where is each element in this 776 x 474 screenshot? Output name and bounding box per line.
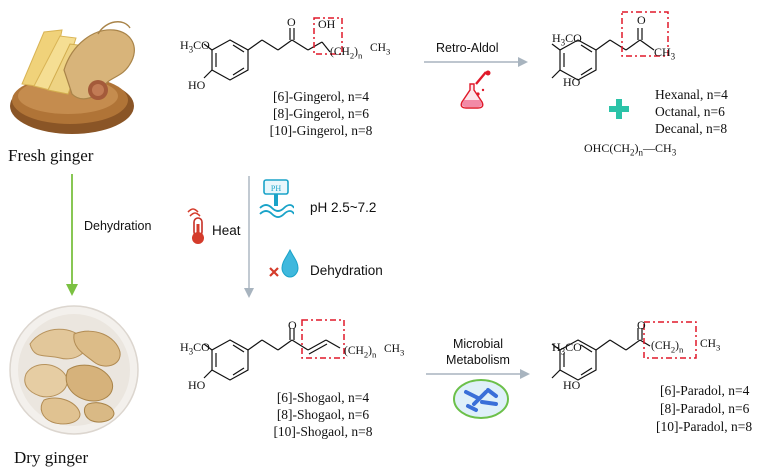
aldehyde-formula: OHC(CH2)n—CH3 <box>584 141 677 158</box>
microbial-label-line-2: Metabolism <box>446 353 510 367</box>
aldehyde-line-2: Octanal, n=6 <box>655 104 725 119</box>
shogaol-ch3: CH3 <box>384 343 405 358</box>
retro-aldol-label: Retro-Aldol <box>436 41 499 55</box>
gingerol-line-3: [10]-Gingerol, n=8 <box>269 123 373 138</box>
ketone-hydroxy: HO <box>563 75 581 89</box>
retro-aldol-arrow <box>424 57 528 67</box>
paradol-chain: (CH2)n <box>651 340 684 355</box>
shogaol-line-1: [6]-Shogaol, n=4 <box>276 390 370 405</box>
bacteria-icon <box>453 379 509 419</box>
ketone-carbonyl-o: O <box>637 13 646 27</box>
shogaol-line-2: [8]-Shogaol, n=6 <box>276 407 370 422</box>
microbial-arrow <box>426 369 530 379</box>
plus-icon <box>609 99 629 119</box>
aldehyde-line-3: Decanal, n=8 <box>655 121 728 136</box>
gingerol-hydroxy: HO <box>188 78 206 92</box>
paradol-line-2: [8]-Paradol, n=6 <box>660 401 750 416</box>
ketone-ch3: CH3 <box>654 45 676 62</box>
gingerol-methoxy: H3CO <box>180 38 210 55</box>
fresh-ginger-caption: Fresh ginger <box>8 146 94 165</box>
paradol-line-3: [10]-Paradol, n=8 <box>656 419 753 434</box>
flask-dropper-icon <box>460 70 491 109</box>
dehydration-condition-label: Dehydration <box>310 263 383 278</box>
shogaol-methoxy: H3CO <box>180 340 210 357</box>
ph-label: pH 2.5~7.2 <box>310 200 377 215</box>
paradol-ch3: CH3 <box>700 338 721 353</box>
gingerol-ch3: CH3 <box>370 42 391 57</box>
shogaol-line-3: [10]-Shogaol, n=8 <box>273 424 373 439</box>
paradol-structure <box>551 321 697 381</box>
water-drop-icon <box>269 248 299 278</box>
shogaol-carbonyl-o: O <box>288 318 297 332</box>
dehydration-arrow <box>66 174 78 296</box>
gingerol-line-1: [6]-Gingerol, n=4 <box>272 89 370 104</box>
conditions-arrow <box>244 176 254 298</box>
ketone-structure <box>551 11 669 81</box>
dehydration-label: Dehydration <box>84 219 152 233</box>
gingerol-chain: (CH2)n <box>330 46 363 61</box>
dry-ginger-caption: Dry ginger <box>14 448 89 467</box>
paradol-methoxy: H3CO <box>552 340 582 357</box>
heat-label: Heat <box>212 223 241 238</box>
fresh-ginger-image <box>10 21 135 134</box>
shogaol-chain: (CH2)n <box>344 345 377 360</box>
paradol-hydroxy: HO <box>563 378 581 392</box>
gingerol-oh: OH <box>318 17 336 31</box>
ph-meter-icon: PH <box>259 179 294 218</box>
ketone-methoxy: H3CO <box>552 31 582 48</box>
gingerol-structure <box>203 17 343 81</box>
aldehyde-line-1: Hexanal, n=4 <box>655 87 728 102</box>
gingerol-line-2: [8]-Gingerol, n=6 <box>272 106 370 121</box>
shogaol-hydroxy: HO <box>188 378 206 392</box>
dry-ginger-image <box>9 305 139 435</box>
thermometer-icon <box>187 208 204 244</box>
shogaol-structure <box>203 319 345 381</box>
svg-text:PH: PH <box>271 184 281 193</box>
gingerol-carbonyl-o: O <box>287 15 296 29</box>
paradol-carbonyl-o: O <box>637 318 646 332</box>
microbial-label-line-1: Microbial <box>452 337 503 351</box>
paradol-line-1: [6]-Paradol, n=4 <box>660 383 750 398</box>
